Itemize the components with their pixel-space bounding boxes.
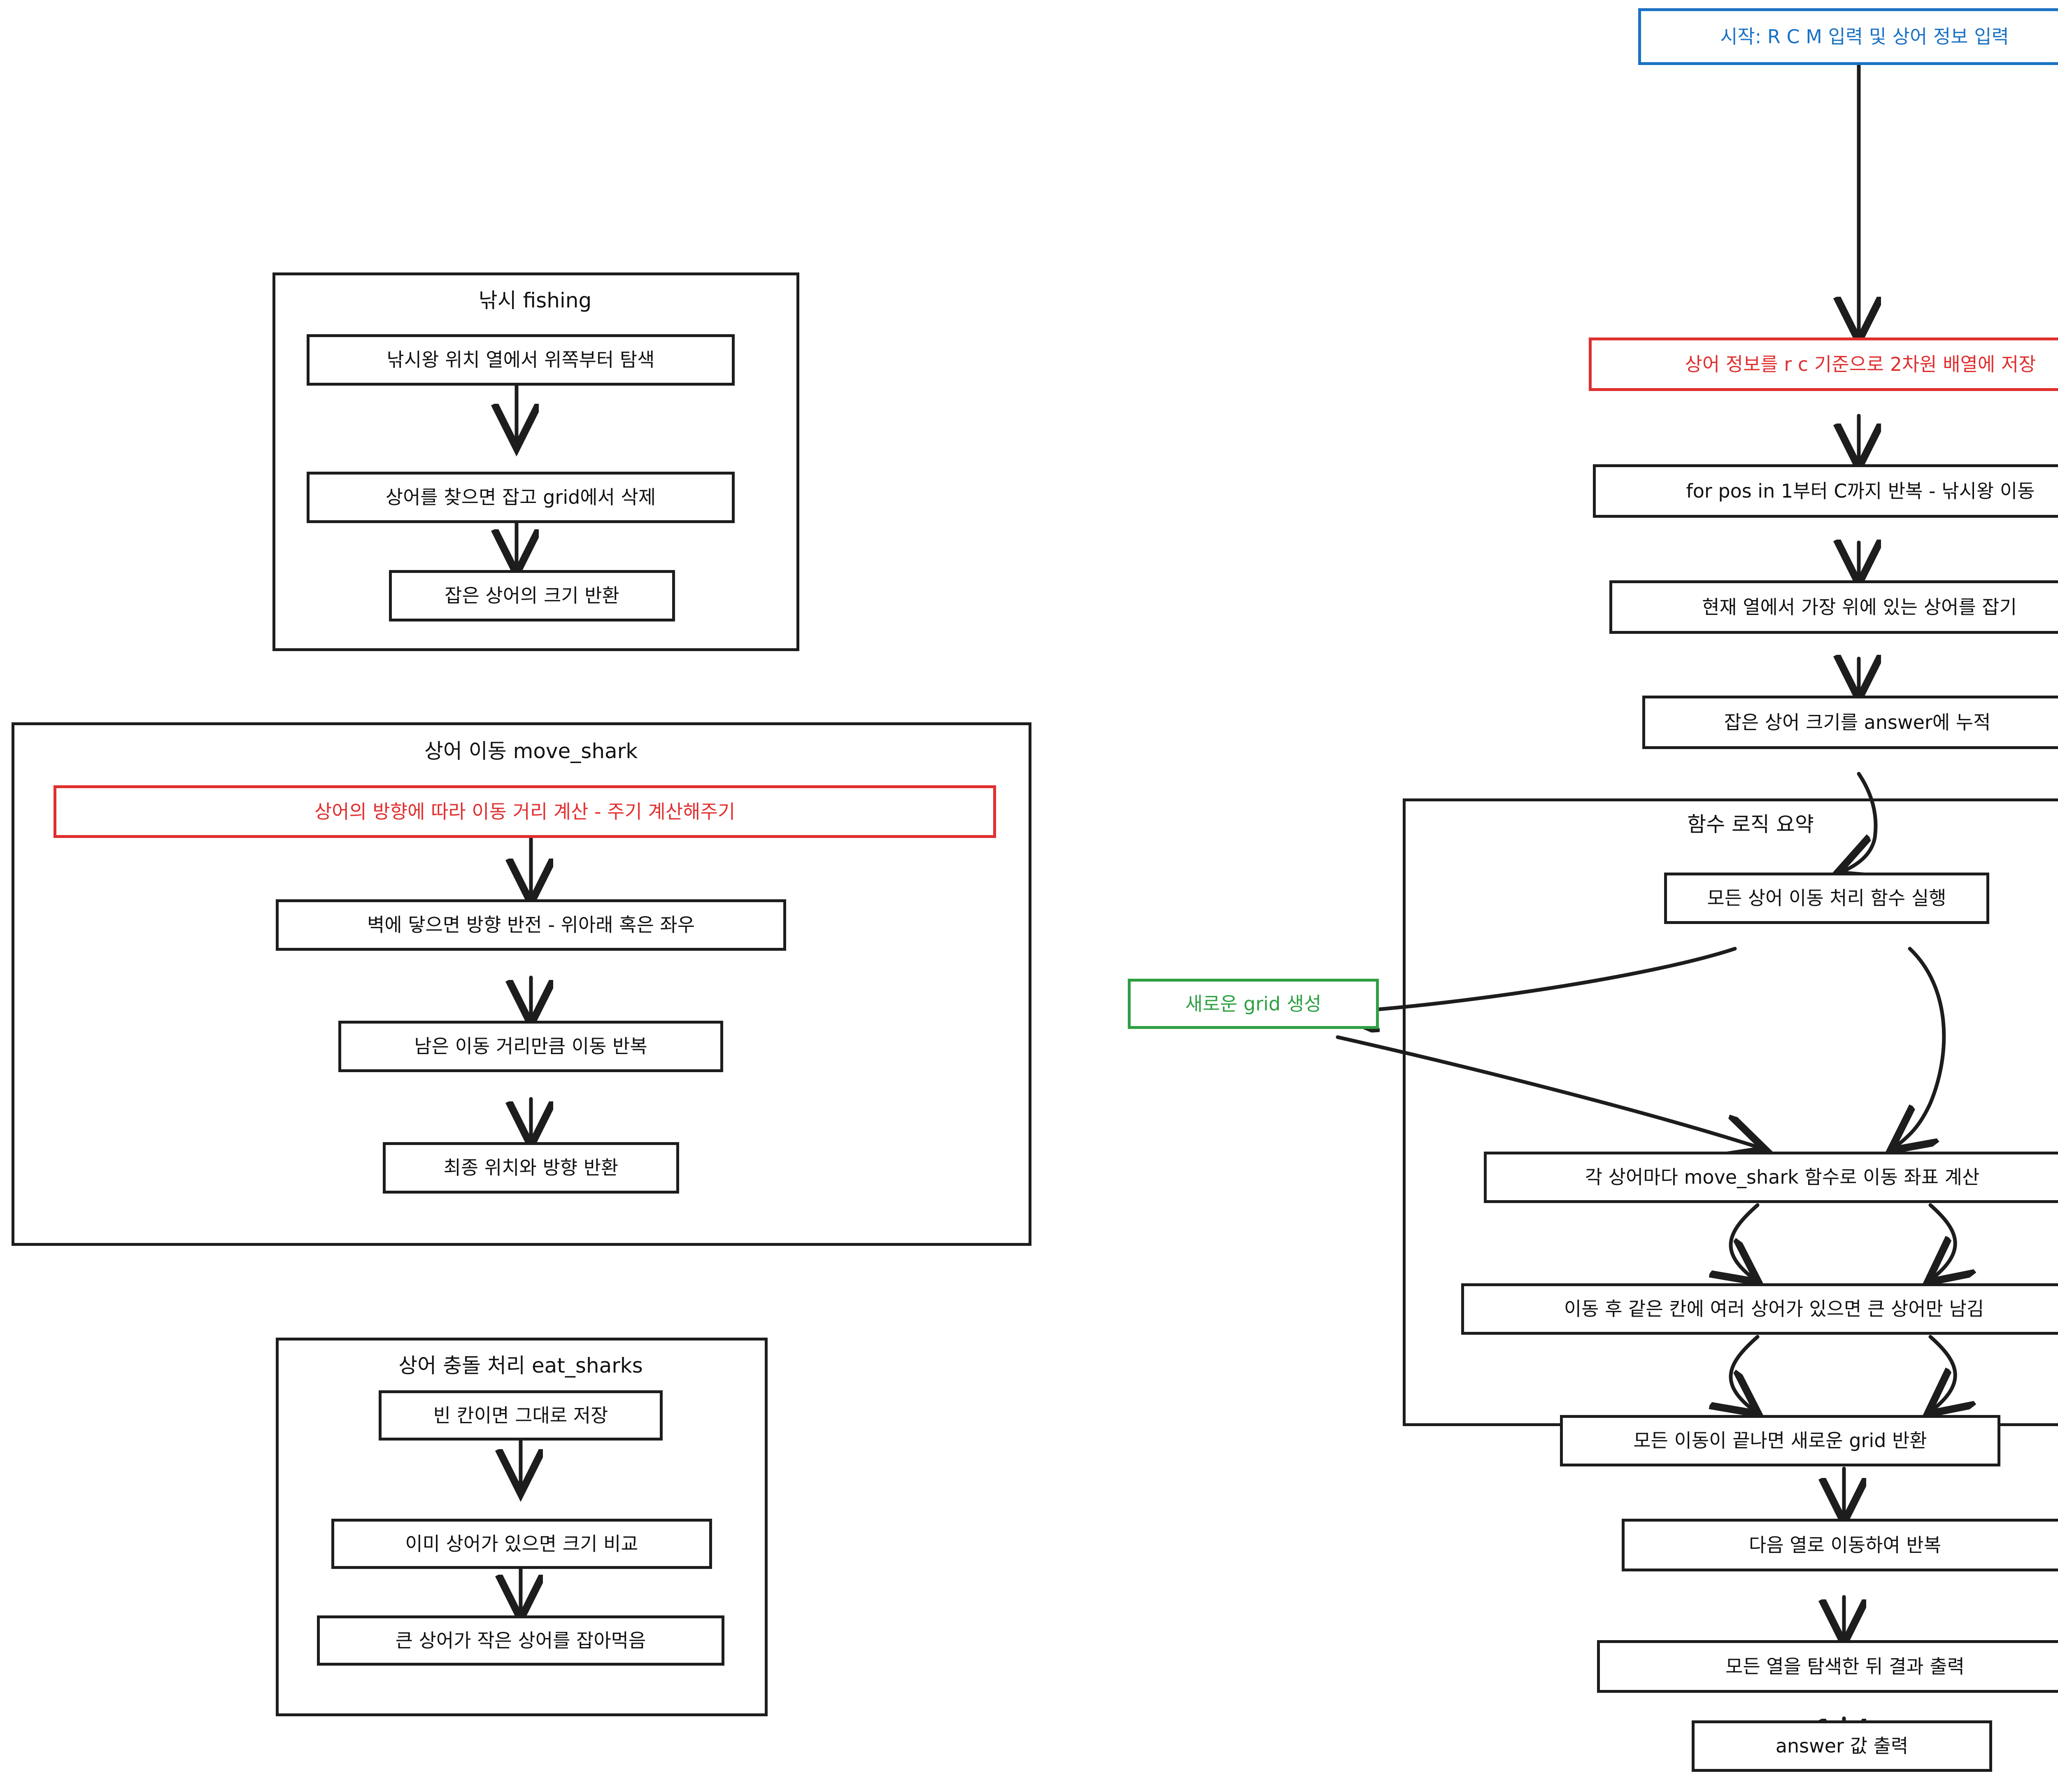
node-ms-return-label: 최종 위치와 방향 반환 — [443, 1157, 619, 1179]
node-store-array[interactable]: 상어 정보를 r c 기준으로 2차원 배열에 저장 — [1589, 337, 2058, 391]
node-next-col-label: 다음 열로 이동하여 반복 — [1748, 1534, 1942, 1556]
node-return-grid[interactable]: 모든 이동이 끝나면 새로운 grid 반환 — [1560, 1415, 2000, 1466]
node-fishing-search-label: 낚시왕 위치 열에서 위쪽부터 탐색 — [386, 349, 655, 371]
node-print-answer-label: answer 값 출력 — [1775, 1735, 1909, 1757]
cluster-move-shark — [12, 722, 1031, 1246]
node-ms-distance[interactable]: 상어의 방향에 따라 이동 거리 계산 - 주기 계산해주기 — [54, 785, 996, 838]
node-store-array-label: 상어 정보를 r c 기준으로 2차원 배열에 저장 — [1685, 353, 2036, 375]
node-fishing-catch[interactable]: 상어를 찾으면 잡고 grid에서 삭제 — [307, 472, 735, 523]
node-after-all-cols-label: 모든 열을 탐색한 뒤 결과 출력 — [1725, 1655, 1965, 1678]
node-es-eat[interactable]: 큰 상어가 작은 상어를 잡아먹음 — [317, 1615, 724, 1666]
cluster-fishing — [272, 272, 799, 651]
node-print-answer[interactable]: answer 값 출력 — [1692, 1720, 1992, 1772]
node-catch-top-label: 현재 열에서 가장 위에 있는 상어를 잡기 — [1702, 596, 2017, 618]
node-es-compare-label: 이미 상어가 있으면 크기 비교 — [405, 1532, 638, 1555]
node-start[interactable]: 시작: R C M 입력 및 상어 정보 입력 — [1638, 8, 2058, 65]
node-ms-repeat[interactable]: 남은 이동 거리만큼 이동 반복 — [338, 1021, 723, 1072]
node-ms-return[interactable]: 최종 위치와 방향 반환 — [383, 1142, 679, 1194]
node-move-shark-calc-label: 각 상어마다 move_shark 함수로 이동 좌표 계산 — [1585, 1166, 1980, 1189]
node-accumulate[interactable]: 잡은 상어 크기를 answer에 누적 — [1642, 696, 2058, 749]
cluster-move-shark-title: 상어 이동 move_shark — [424, 739, 638, 763]
node-es-compare[interactable]: 이미 상어가 있으면 크기 비교 — [331, 1519, 712, 1569]
node-ms-bounce[interactable]: 벽에 닿으면 방향 반전 - 위아래 혹은 좌우 — [276, 899, 786, 951]
node-new-grid-label: 새로운 grid 생성 — [1185, 992, 1322, 1015]
node-fishing-return-label: 잡은 상어의 크기 반환 — [445, 584, 619, 607]
node-after-all-cols[interactable]: 모든 열을 탐색한 뒤 결과 출력 — [1597, 1640, 2058, 1693]
node-for-pos-label: for pos in 1부터 C까지 반복 - 낚시왕 이동 — [1686, 479, 2035, 502]
node-new-grid[interactable]: 새로운 grid 생성 — [1128, 979, 1379, 1029]
node-catch-top[interactable]: 현재 열에서 가장 위에 있는 상어를 잡기 — [1609, 580, 2058, 634]
node-start-label: 시작: R C M 입력 및 상어 정보 입력 — [1720, 25, 2009, 48]
node-keep-bigger[interactable]: 이동 후 같은 칸에 여러 상어가 있으면 큰 상어만 남김 — [1461, 1283, 2058, 1335]
node-es-empty-label: 빈 칸이면 그대로 저장 — [433, 1404, 608, 1427]
cluster-logic-summary-title: 함수 로직 요약 — [1687, 812, 1814, 836]
cluster-eat-sharks-title: 상어 충돌 처리 eat_sharks — [398, 1354, 643, 1378]
node-accumulate-label: 잡은 상어 크기를 answer에 누적 — [1724, 711, 1991, 733]
node-fishing-catch-label: 상어를 찾으면 잡고 grid에서 삭제 — [385, 486, 656, 509]
cluster-eat-sharks — [276, 1338, 768, 1716]
node-fishing-search[interactable]: 낚시왕 위치 열에서 위쪽부터 탐색 — [307, 334, 735, 386]
node-es-empty[interactable]: 빈 칸이면 그대로 저장 — [379, 1390, 663, 1441]
node-return-grid-label: 모든 이동이 끝나면 새로운 grid 반환 — [1633, 1429, 1927, 1452]
node-next-col[interactable]: 다음 열로 이동하여 반복 — [1622, 1519, 2058, 1571]
node-move-shark-calc[interactable]: 각 상어마다 move_shark 함수로 이동 좌표 계산 — [1484, 1152, 2058, 1203]
node-ms-distance-label: 상어의 방향에 따라 이동 거리 계산 - 주기 계산해주기 — [314, 800, 736, 823]
node-keep-bigger-label: 이동 후 같은 칸에 여러 상어가 있으면 큰 상어만 남김 — [1564, 1298, 1984, 1320]
node-es-eat-label: 큰 상어가 작은 상어를 잡아먹음 — [395, 1629, 646, 1652]
node-run-move-all[interactable]: 모든 상어 이동 처리 함수 실행 — [1664, 873, 1989, 924]
cluster-fishing-title: 낚시 fishing — [478, 289, 592, 312]
node-ms-bounce-label: 벽에 닿으면 방향 반전 - 위아래 혹은 좌우 — [367, 914, 695, 936]
node-run-move-all-label: 모든 상어 이동 처리 함수 실행 — [1707, 887, 1946, 910]
node-ms-repeat-label: 남은 이동 거리만큼 이동 반복 — [414, 1035, 647, 1058]
node-fishing-return[interactable]: 잡은 상어의 크기 반환 — [389, 570, 675, 621]
node-for-pos[interactable]: for pos in 1부터 C까지 반복 - 낚시왕 이동 — [1593, 464, 2058, 518]
